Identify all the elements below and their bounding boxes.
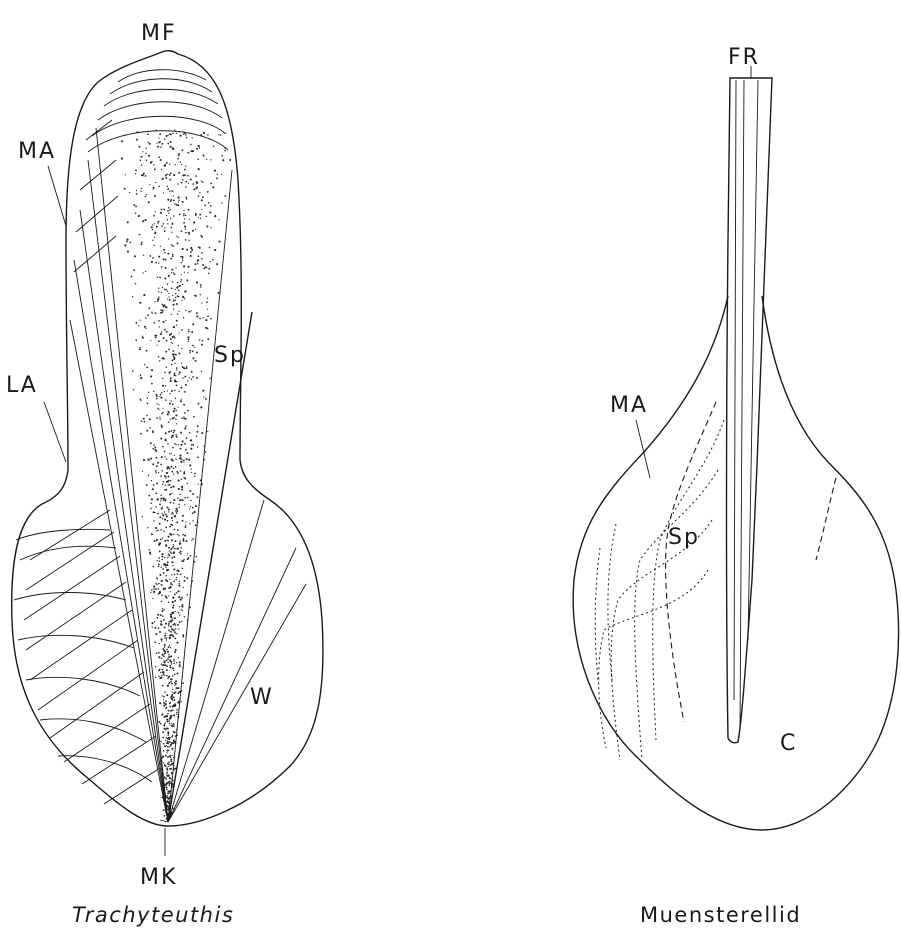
label-la: LA	[6, 373, 38, 398]
label-sp-right: Sp	[668, 525, 700, 550]
rachis-median-line	[734, 80, 736, 700]
label-w: W	[250, 685, 274, 710]
stippled-median-field	[121, 130, 231, 820]
label-sp: Sp	[214, 343, 246, 368]
leader-ma	[48, 166, 66, 226]
label-mk: MK	[140, 865, 177, 890]
label-c: C	[780, 731, 797, 756]
label-ma: MA	[18, 139, 56, 164]
muensterellid-outline	[573, 296, 898, 830]
label-ma-right: MA	[610, 393, 648, 418]
label-fr: FR	[728, 45, 760, 70]
caption-muensterellid: Muensterellid	[640, 903, 801, 927]
growth-line	[104, 89, 218, 106]
growth-line	[98, 102, 222, 120]
muensterellid-figure: FR MA Sp C Muensterellid	[573, 45, 898, 927]
growth-line	[88, 131, 228, 152]
caption-trachyteuthis: Trachyteuthis	[72, 903, 234, 927]
trachyteuthis-figure: MF MA LA Sp W MK Trachyteuthis	[6, 21, 323, 927]
growth-line	[118, 70, 206, 82]
rachis-median-line	[740, 80, 744, 730]
lateral-area-hatching	[14, 120, 160, 804]
rachis	[727, 78, 773, 743]
radiating-lines	[70, 128, 306, 822]
trachyteuthis-outline	[12, 51, 323, 826]
leader-ma-right	[636, 420, 650, 478]
growth-line	[110, 79, 212, 94]
growth-line	[92, 116, 226, 136]
label-mf: MF	[141, 21, 177, 46]
leader-la	[44, 402, 66, 462]
dashed-growth-lines	[595, 402, 836, 760]
